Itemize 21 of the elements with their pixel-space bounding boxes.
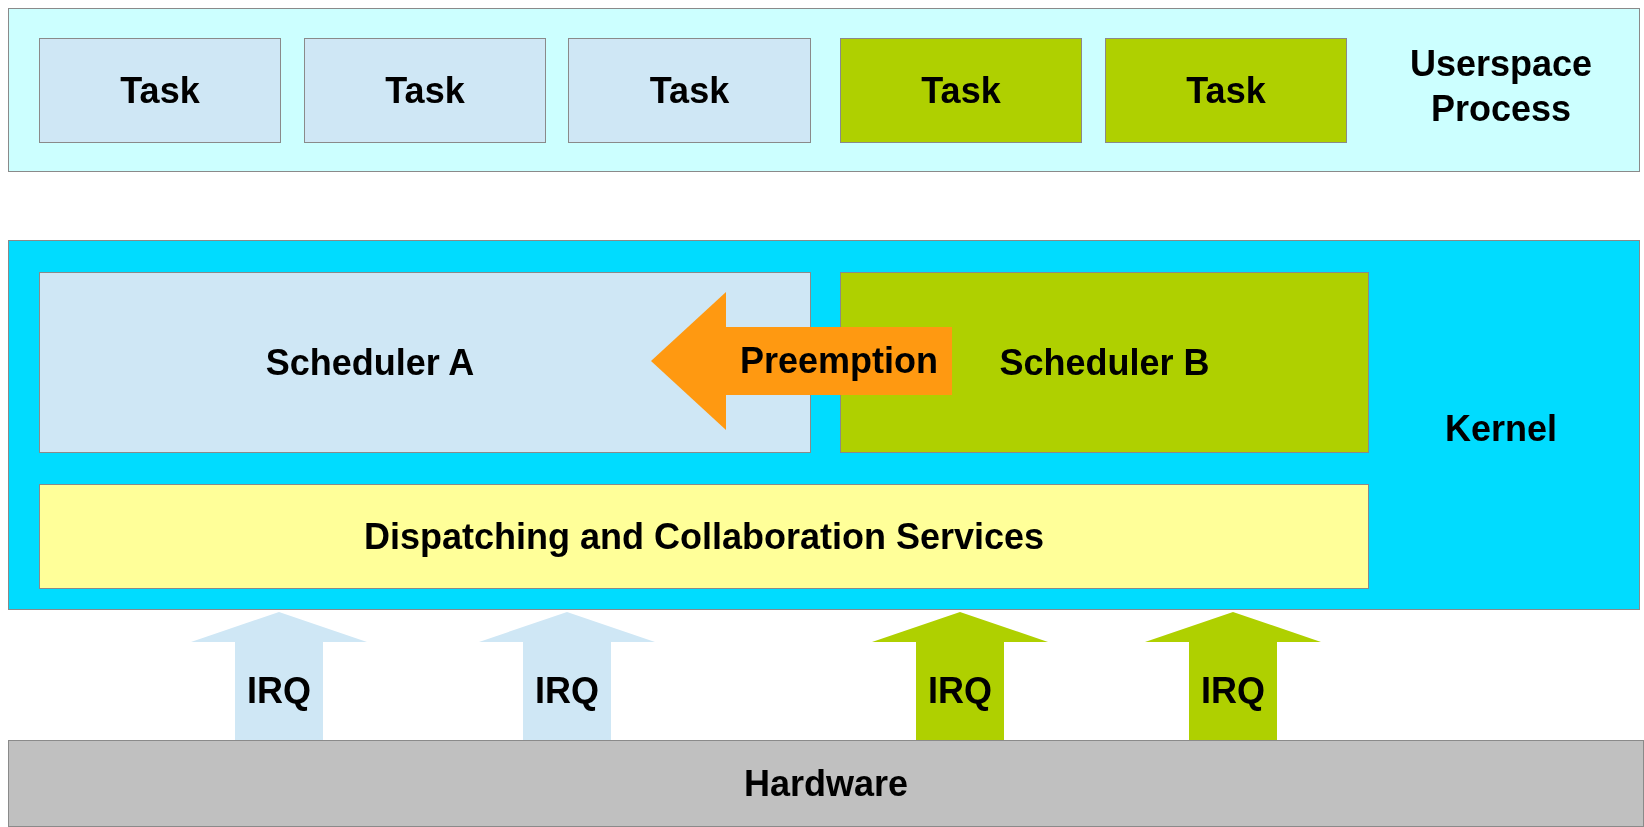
kernel-band (8, 240, 1640, 610)
irq-arrow (1145, 612, 1321, 740)
edge-label: IRQ (928, 670, 992, 712)
task-box: Task (1105, 38, 1347, 143)
task-box: Task (304, 38, 546, 143)
irq-arrow (872, 612, 1048, 740)
services-box: Dispatching and Collaboration Services (39, 484, 1369, 589)
edge-label: IRQ (535, 670, 599, 712)
hardware-band: Hardware (8, 740, 1644, 827)
edge-label: IRQ (247, 670, 311, 712)
band-title: Kernel (1443, 407, 1558, 451)
edge-label: Preemption (740, 340, 938, 382)
edge-label: IRQ (1201, 670, 1265, 712)
irq-arrow (479, 612, 655, 740)
preemption-arrow (651, 292, 952, 430)
band-title: Userspace Process (1408, 42, 1594, 131)
task-box: Task (39, 38, 281, 143)
irq-arrow (191, 612, 367, 740)
task-box: Task (568, 38, 811, 143)
task-box: Task (840, 38, 1082, 143)
userspace-band (8, 8, 1640, 172)
